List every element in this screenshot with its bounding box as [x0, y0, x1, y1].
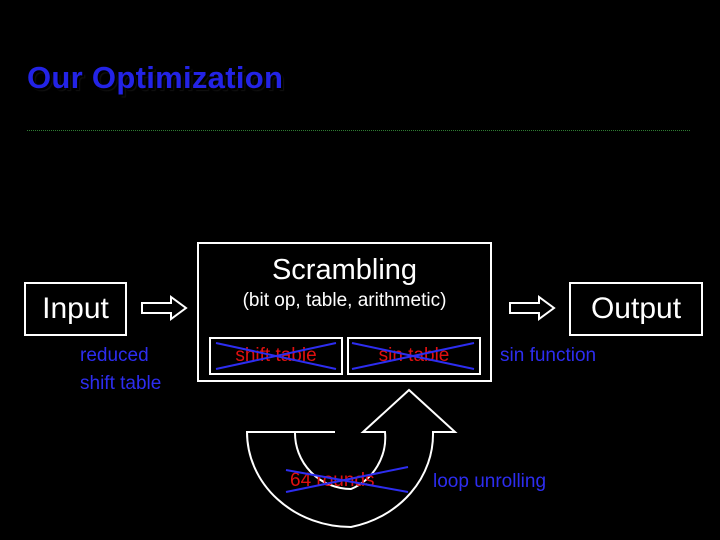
sin-table-strike-b: [351, 342, 475, 370]
scrambling-box: Scrambling (bit op, table, arithmetic): [197, 242, 492, 382]
rounds-strike-b: [285, 466, 409, 493]
shift-table-strike-b: [215, 342, 337, 370]
input-box: Input: [24, 282, 127, 336]
scrambling-subtitle: (bit op, table, arithmetic): [242, 290, 447, 311]
note-loop-unrolling: loop unrolling: [433, 471, 547, 492]
rounds-strike-a: [285, 469, 409, 493]
title-divider: [27, 130, 690, 131]
output-box: Output: [569, 282, 703, 336]
right-arrow-icon: [509, 295, 556, 321]
note-reduced-shift-table: reduced shift table: [80, 345, 162, 394]
scrambling-title: Scrambling: [271, 254, 418, 286]
slide-title: Our Optimization: [27, 60, 284, 95]
right-arrow-icon: [141, 295, 188, 321]
note-sin-function: sin function: [500, 345, 597, 366]
